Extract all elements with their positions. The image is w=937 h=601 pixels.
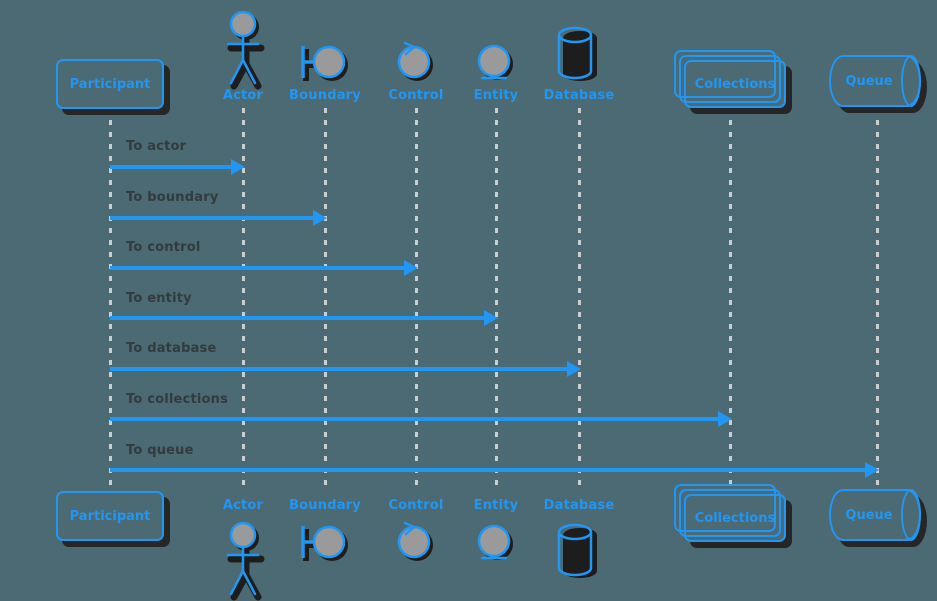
message-line-5[interactable] — [110, 417, 718, 421]
message-line-0[interactable] — [110, 165, 231, 169]
control-icon-head — [397, 41, 433, 81]
lifeline-label-control-head: Control — [388, 88, 444, 103]
message-label-1: To boundary — [126, 190, 219, 205]
collections-sheet-s1 — [674, 50, 776, 98]
queue-end-cap — [901, 55, 921, 107]
message-arrowhead-5 — [718, 411, 732, 427]
message-label-5: To collections — [126, 392, 229, 407]
entity-icon-head — [477, 44, 513, 80]
participant-box-foot[interactable]: Participant — [56, 491, 164, 541]
participant-box-head[interactable]: Participant — [56, 59, 164, 109]
database-cylinder-icon-head — [557, 26, 597, 81]
message-label-6: To queue — [126, 443, 194, 458]
entity-icon-foot — [477, 524, 513, 560]
collections-stack-icon-head[interactable]: Collections — [674, 50, 786, 108]
collections-sheet-s3: Collections — [684, 494, 786, 542]
queue-label: Queue — [845, 73, 893, 89]
queue-cylinder-icon-head[interactable]: Queue — [829, 55, 925, 111]
lifeline-label-entity-head: Entity — [473, 88, 519, 103]
queue-cylinder-icon-foot[interactable]: Queue — [829, 489, 925, 545]
message-arrowhead-2 — [404, 260, 418, 276]
boundary-icon-foot — [301, 525, 348, 561]
participant-label: Participant — [69, 76, 151, 92]
queue-label: Queue — [845, 507, 893, 523]
message-label-4: To database — [126, 341, 217, 356]
lifeline-label-database-head: Database — [543, 88, 615, 103]
queue-end-cap — [901, 489, 921, 541]
message-line-2[interactable] — [110, 266, 404, 270]
message-arrowhead-4 — [567, 361, 581, 377]
lifeline-label-control-foot: Control — [388, 498, 444, 513]
message-label-0: To actor — [126, 139, 187, 154]
collections-label: Collections — [694, 510, 776, 526]
lifeline-queue — [875, 108, 879, 488]
database-cylinder-icon-foot — [557, 523, 597, 578]
lifeline-label-database-foot: Database — [543, 498, 615, 513]
message-label-2: To control — [126, 240, 201, 255]
lifeline-control — [414, 108, 418, 488]
collections-sheet-s1 — [674, 484, 776, 532]
message-line-3[interactable] — [110, 316, 484, 320]
participant-label: Participant — [69, 508, 151, 524]
actor-stick-figure-icon-foot — [226, 521, 265, 601]
message-line-4[interactable] — [110, 367, 567, 371]
lifeline-database — [577, 108, 581, 488]
collections-sheet-s2 — [679, 489, 781, 537]
collections-stack-icon-foot[interactable]: Collections — [674, 484, 786, 542]
lifeline-label-actor-foot: Actor — [222, 498, 264, 513]
control-icon-foot — [397, 521, 433, 561]
message-line-1[interactable] — [110, 216, 313, 220]
message-line-6[interactable] — [110, 468, 865, 472]
message-arrowhead-0 — [231, 159, 245, 175]
actor-stick-figure-icon-head — [226, 10, 265, 90]
lifeline-label-actor-head: Actor — [222, 88, 264, 103]
lifeline-entity — [494, 108, 498, 488]
lifeline-label-entity-foot: Entity — [473, 498, 519, 513]
lifeline-collections — [728, 108, 732, 488]
collections-label: Collections — [694, 76, 776, 92]
lifeline-participant — [108, 108, 112, 488]
message-arrowhead-1 — [313, 210, 327, 226]
message-arrowhead-3 — [484, 310, 498, 326]
lifeline-boundary — [323, 108, 327, 488]
message-arrowhead-6 — [865, 462, 879, 478]
collections-sheet-s2 — [679, 55, 781, 103]
lifeline-label-boundary-foot: Boundary — [289, 498, 361, 513]
lifeline-actor — [241, 108, 245, 488]
boundary-icon-head — [301, 45, 348, 81]
collections-sheet-s3: Collections — [684, 60, 786, 108]
lifeline-label-boundary-head: Boundary — [289, 88, 361, 103]
message-label-3: To entity — [126, 291, 192, 306]
